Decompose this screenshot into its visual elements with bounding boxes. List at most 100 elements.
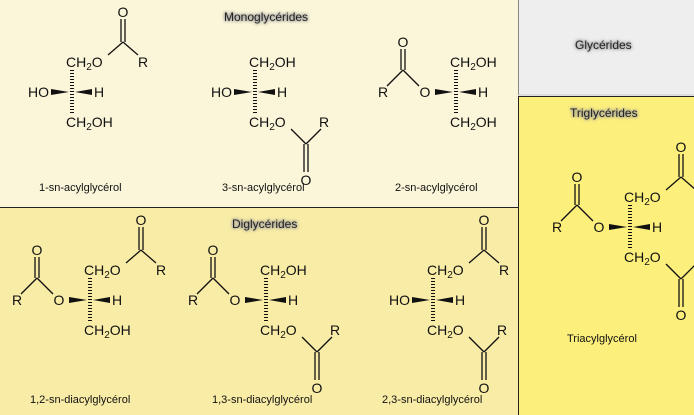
atom-ch2o: CH2O <box>427 322 464 341</box>
triglycerides-title: Triglycérides <box>570 106 638 120</box>
atom-h: H <box>455 292 465 308</box>
wedge-bond <box>459 89 476 95</box>
atom-ch2o: CH2O <box>84 262 121 281</box>
monoglycerides-panel <box>0 0 518 207</box>
bond <box>20 277 38 295</box>
caption-3-sn: 3-sn-acylglycérol <box>222 182 305 194</box>
wedge-bond <box>51 89 69 95</box>
bond <box>483 336 500 353</box>
atom-r: R <box>330 322 340 338</box>
atom-r: R <box>499 262 509 278</box>
atom-o: O <box>312 380 323 396</box>
bond <box>212 277 230 295</box>
bond <box>402 69 420 87</box>
atom-o: O <box>136 212 147 228</box>
atom-ch2oh: CH2OH <box>450 54 497 73</box>
structure-2-3-sn-diacylglycerol: H CH2O O R CH2O O R HO <box>389 212 509 396</box>
wedge-bond <box>633 224 650 230</box>
atom-o: O <box>301 172 312 188</box>
glycerides-title: Glycérides <box>575 38 632 52</box>
atom-ho: HO <box>389 292 410 308</box>
atom-o: O <box>479 212 490 228</box>
bond <box>483 249 500 264</box>
bond <box>125 249 142 264</box>
wedge-bond <box>435 89 453 95</box>
atom-o: O <box>118 4 129 20</box>
atom-r: R <box>319 114 329 130</box>
atom-ch2o: CH2O <box>249 114 286 133</box>
atom-o: O <box>398 34 409 50</box>
atom-o: O <box>676 139 687 155</box>
atom-r: R <box>552 219 562 235</box>
bond <box>196 277 214 295</box>
bond <box>665 263 682 280</box>
atom-o: O <box>676 307 687 323</box>
bond <box>665 176 682 191</box>
bond <box>468 249 485 264</box>
atom-o: O <box>594 219 605 235</box>
structure-1-sn-acylglycerol: H CH2O O R CH2OH HO <box>28 4 148 133</box>
atom-o: O <box>572 169 583 185</box>
structure-1-3-sn-diacylglycerol: H CH2OH CH2O O R O O R <box>188 242 340 396</box>
atom-ch2o: CH2O <box>66 54 103 73</box>
caption-1-2-sn: 1,2-sn-diacylglycérol <box>30 394 131 406</box>
atom-o: O <box>230 292 241 308</box>
atom-r: R <box>497 322 507 338</box>
atom-ch2oh: CH2OH <box>66 114 113 133</box>
atom-ho: HO <box>211 84 232 100</box>
atom-ch2o: CH2O <box>260 322 297 341</box>
atom-ch2o: CH2O <box>624 249 661 268</box>
atom-ch2oh: CH2OH <box>84 322 131 341</box>
atom-r: R <box>156 262 166 278</box>
bond <box>36 277 54 295</box>
bond <box>680 265 694 280</box>
wedge-bond <box>412 297 430 303</box>
bond <box>290 128 307 145</box>
atom-h: H <box>288 292 298 308</box>
structure-triacylglycerol: HCH2OORCH2OOROOR <box>552 139 694 323</box>
atom-o: O <box>208 242 219 258</box>
glycerides-panel <box>518 0 694 96</box>
wedge-bond <box>258 89 275 95</box>
wedge-bond <box>245 297 263 303</box>
wedge-bond <box>436 297 453 303</box>
atom-ch2oh: CH2OH <box>450 114 497 133</box>
atom-o: O <box>420 84 431 100</box>
atom-h: H <box>94 84 104 100</box>
atom-o: O <box>479 380 490 396</box>
atom-ch2oh: CH2OH <box>260 262 307 281</box>
atom-r: R <box>378 84 388 100</box>
bond <box>468 336 485 353</box>
atom-h: H <box>112 292 122 308</box>
caption-2-sn: 2-sn-acylglycérol <box>395 182 478 194</box>
triglycerides-panel <box>518 96 694 415</box>
atom-ho: HO <box>28 84 49 100</box>
atom-h: H <box>277 84 287 100</box>
caption-triacylglycerol: Triacylglycérol <box>567 333 637 345</box>
bond <box>305 128 322 145</box>
bond <box>140 249 157 264</box>
wedge-bond <box>93 297 110 303</box>
atom-ch2o: CH2O <box>427 262 464 281</box>
atom-ch2oh: CH2OH <box>249 54 296 73</box>
structure-3-sn-acylglycerol: H CH2OH CH2O O R HO <box>211 54 329 188</box>
caption-1-sn: 1-sn-acylglycérol <box>39 182 122 194</box>
bond <box>560 204 578 222</box>
bond <box>576 204 594 222</box>
monoglycerides-title: Monoglycérides <box>224 10 309 24</box>
atom-r: R <box>188 292 198 308</box>
bond <box>680 176 694 190</box>
wedge-bond <box>609 224 627 230</box>
caption-1-3-sn: 1,3-sn-diacylglycérol <box>212 394 313 406</box>
bond <box>301 336 318 353</box>
bond <box>107 41 124 56</box>
bond <box>122 41 139 56</box>
bond <box>316 336 333 353</box>
atom-r: R <box>12 292 22 308</box>
atom-o: O <box>32 242 43 258</box>
structure-1-2-sn-diacylglycerol: H CH2O O R CH2OH O O R <box>12 212 166 341</box>
atom-ch2o: CH2O <box>624 189 661 208</box>
atom-r: R <box>138 54 148 70</box>
atom-o: O <box>54 292 65 308</box>
